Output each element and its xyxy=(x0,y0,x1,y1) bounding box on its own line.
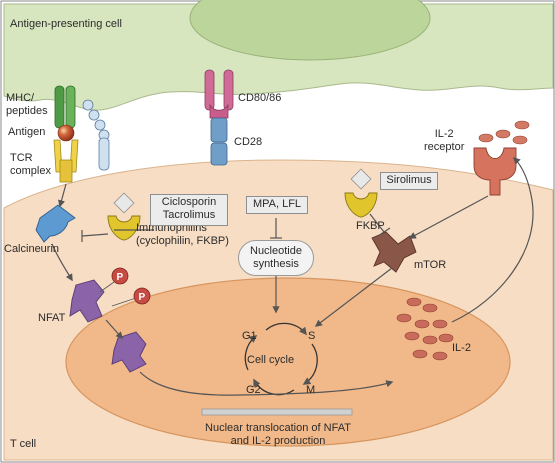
nuclear-pore-bar xyxy=(201,408,353,416)
inhibition-lines xyxy=(81,213,391,242)
sirolimus-box: Sirolimus xyxy=(380,172,438,190)
g1-label: G1 xyxy=(242,330,257,342)
il2-receptor-icon xyxy=(473,120,530,196)
calcineurin-label: Calcineurin xyxy=(4,243,60,255)
cd28-label: CD28 xyxy=(234,136,263,148)
mhc-label: MHC/ peptides xyxy=(6,92,48,117)
mpa-lfl-box: MPA, LFL xyxy=(246,196,308,214)
s-label: S xyxy=(308,330,316,342)
pathway-arrows xyxy=(51,156,534,396)
apc-label: Antigen-presenting cell xyxy=(10,18,122,30)
cd80-cd28 xyxy=(204,69,234,166)
calcineurin-icon xyxy=(35,204,76,243)
nfat-nuclear-icon xyxy=(111,331,147,373)
svg-text:P: P xyxy=(139,292,146,303)
nucleotide-synthesis-pill: Nucleotide synthesis xyxy=(238,240,314,276)
nfat-icon xyxy=(69,279,105,323)
mtor-icon xyxy=(371,231,417,273)
mhc-tcr-complex xyxy=(53,85,110,183)
nuclear-translocation-label: Nuclear translocation of NFAT and IL-2 p… xyxy=(205,422,351,447)
il2-receptor-label: IL-2 receptor xyxy=(424,128,465,153)
fkbp-label: FKBP xyxy=(356,220,385,232)
phosphate-icons: P P xyxy=(99,267,151,307)
immunophilin-icon xyxy=(107,192,141,241)
cell-cycle-arrows xyxy=(244,322,318,396)
cd80-label: CD80/86 xyxy=(238,92,282,104)
cell-cycle-label: Cell cycle xyxy=(247,354,295,366)
ciclosporin-tacrolimus-box: Ciclosporin Tacrolimus xyxy=(150,194,228,226)
m-label: M xyxy=(306,384,316,396)
il2-label: IL-2 xyxy=(452,342,471,354)
tcr-label: TCR complex xyxy=(10,152,51,177)
g2-label: G2 xyxy=(246,384,261,396)
nfat-label: NFAT xyxy=(38,312,66,324)
t-cell-label: T cell xyxy=(10,438,37,450)
apc-nucleus xyxy=(189,0,431,61)
antigen-label: Antigen xyxy=(8,126,46,138)
svg-text:P: P xyxy=(117,272,124,283)
il2-dots xyxy=(396,297,454,361)
mtor-label: mTOR xyxy=(414,259,447,271)
fkbp-sirolimus-icon xyxy=(344,168,378,218)
